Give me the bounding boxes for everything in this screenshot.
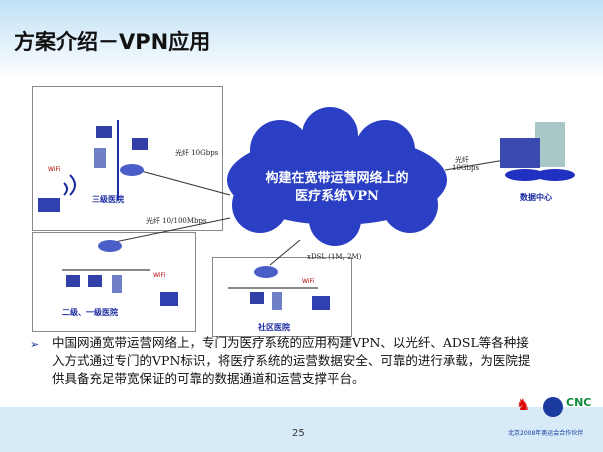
- server-icon: [112, 275, 122, 293]
- datacenter-label: 数据中心: [520, 193, 552, 202]
- laptop-icon: [312, 296, 330, 310]
- slide-title: 方案介绍－VPN应用: [14, 30, 211, 54]
- server-icon: [94, 148, 106, 168]
- link-dc-2: 10Gbps: [452, 164, 480, 172]
- storage-icon: [535, 169, 575, 181]
- router-icon: [254, 266, 278, 278]
- link-community: xDSL (1M, 2M): [307, 253, 362, 261]
- tier3-hospital-box: [32, 86, 223, 231]
- server-rack-icon: [500, 138, 540, 168]
- partner-text: 北京2008年奥运会合作伙伴: [508, 430, 584, 437]
- bullet-arrow-icon: ➢: [30, 338, 40, 351]
- cnc-logo-icon: [543, 397, 563, 417]
- workstation-icon: [66, 275, 80, 287]
- router-icon: [120, 164, 144, 176]
- community-devices: [228, 266, 330, 310]
- tier21-label: 二级、一级医院: [62, 308, 118, 317]
- laptop-icon: [160, 292, 178, 306]
- wifi-label: WiFi: [48, 166, 61, 173]
- workstation-icon: [96, 126, 112, 138]
- wifi-label: WiFi: [302, 278, 315, 285]
- network-links: [109, 159, 506, 266]
- cloud-line-1: 构建在宽带运营网络上的: [265, 171, 409, 186]
- link-tier3: 光纤 10Gbps: [175, 149, 219, 157]
- footer-background: [0, 407, 603, 452]
- cloud-line-2: 医疗系统VPN: [295, 189, 379, 204]
- tier21-devices: [62, 240, 178, 306]
- workstation-icon: [132, 138, 148, 150]
- community-label: 社区医院: [258, 323, 290, 332]
- link-tier21: 光纤 10/100Mbps: [146, 217, 207, 225]
- tier3-label: 三级医院: [92, 195, 124, 204]
- wifi-signal-icon: [63, 174, 76, 196]
- link-dc-1: 光纤: [455, 156, 469, 164]
- wifi-label: WiFi: [153, 272, 166, 279]
- router-icon: [98, 240, 122, 252]
- workstation-icon: [250, 292, 264, 304]
- laptop-icon: [38, 198, 60, 212]
- cloud-label: 构建在宽带运营网络上的医疗系统VPN: [222, 170, 452, 206]
- workstation-icon: [88, 275, 102, 287]
- page-number: 25: [292, 428, 305, 439]
- datacenter-devices: [500, 122, 575, 181]
- cnc-logo-text: CNC: [566, 396, 592, 409]
- header-background: [0, 0, 603, 80]
- body-text: 中国网通宽带运营网络上，专门为医疗系统的应用构建VPN、以光纤、ADSL等各种接…: [52, 335, 531, 386]
- beijing-olympics-logo: ♞: [516, 395, 531, 414]
- cloud-icon: [227, 107, 447, 246]
- tier3-devices: [38, 120, 148, 212]
- server-icon: [272, 292, 282, 310]
- storage-icon: [505, 169, 545, 181]
